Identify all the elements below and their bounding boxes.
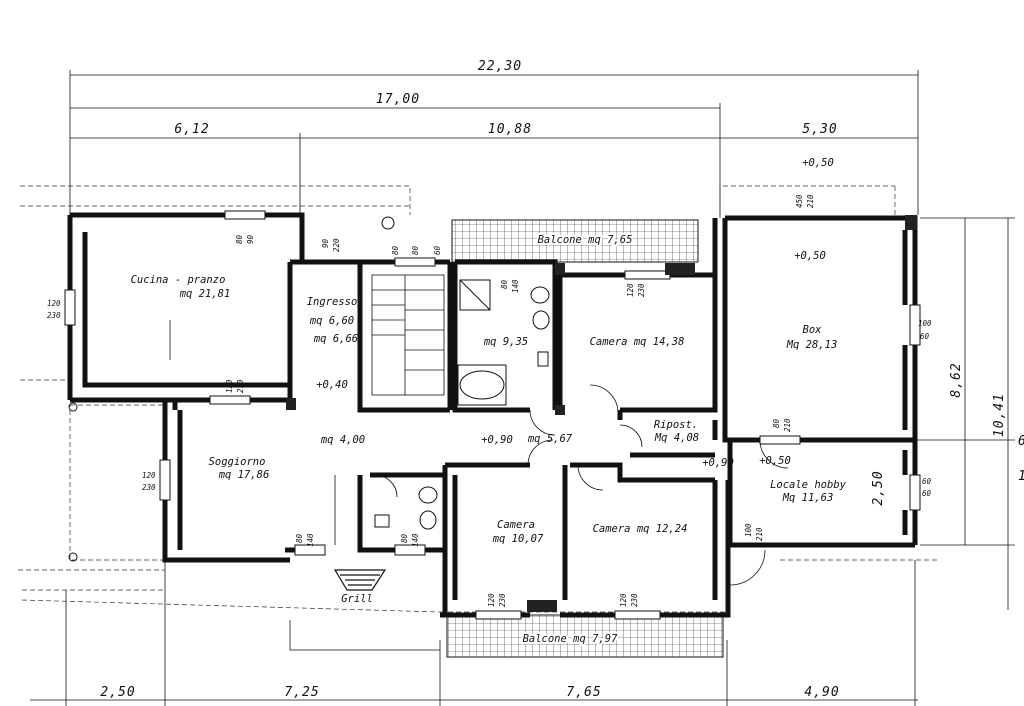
- dimension-lines-bottom: [30, 560, 918, 706]
- svg-text:230: 230: [142, 483, 156, 492]
- dimension-lines-top: [69, 70, 919, 218]
- balcone-bottom-label: Balcone mq 7,97: [523, 633, 619, 645]
- corridoio-area: mq 4,00: [320, 434, 365, 446]
- balcone-top: [451, 219, 699, 263]
- disimpegno-area: mq 5,67: [527, 433, 573, 445]
- dimension-lines-right: [895, 217, 1015, 610]
- svg-text:120: 120: [487, 593, 496, 607]
- dim-edge-2: 1: [1018, 469, 1024, 484]
- camera2-name: Camera: [497, 519, 535, 531]
- level-hobby-door: +0,90: [702, 457, 734, 469]
- terrace-left: [68, 402, 165, 562]
- dim-edge-1: 6: [1018, 434, 1024, 449]
- camera2-area: mq 10,07: [492, 533, 544, 545]
- svg-text:80: 80: [235, 234, 244, 244]
- dim-bottom-2: 7,25: [284, 685, 319, 700]
- site-marker-icon: [381, 216, 395, 230]
- svg-text:210: 210: [755, 527, 764, 541]
- window-markers: [64, 210, 921, 620]
- ripost-area: Mq 4,08: [654, 432, 699, 444]
- opening-labels: 80 90 90 220 80 80 60 80 140 120 230 450…: [47, 194, 932, 607]
- dim-bottom-1: 2,50: [100, 685, 135, 700]
- bathroom-fixtures: [374, 279, 550, 530]
- bagno1-area: mq 9,35: [483, 336, 528, 348]
- svg-text:220: 220: [332, 238, 341, 252]
- svg-text:210: 210: [236, 379, 245, 393]
- svg-text:120: 120: [225, 379, 234, 393]
- svg-text:80: 80: [391, 245, 400, 255]
- svg-text:230: 230: [630, 593, 639, 607]
- door-swings: [169, 320, 789, 586]
- hobby-name: Locale hobby: [770, 479, 847, 491]
- camera1-name: Camera mq 14,38: [590, 336, 685, 348]
- balcone-top-label: Balcone mq 7,65: [538, 234, 633, 246]
- svg-text:120: 120: [47, 299, 61, 308]
- staircase: [371, 274, 445, 396]
- svg-text:60: 60: [433, 245, 442, 255]
- grill-shape: [333, 569, 387, 591]
- dim-bottom-3: 7,65: [566, 685, 601, 700]
- svg-text:80: 80: [500, 279, 509, 289]
- svg-text:450: 450: [795, 194, 804, 208]
- svg-text:60: 60: [922, 489, 932, 498]
- level-ingresso: +0,40: [316, 379, 348, 391]
- box-area: Mq 28,13: [786, 339, 838, 351]
- pillars: [286, 215, 917, 612]
- soggiorno-area: mq 17,86: [218, 469, 270, 481]
- dim-top-total: 22,30: [478, 59, 522, 74]
- svg-text:80: 80: [295, 533, 304, 543]
- dim-right-b: 10,41: [992, 393, 1007, 437]
- level-hobby: +0,50: [759, 455, 791, 467]
- svg-text:120: 120: [619, 593, 628, 607]
- soggiorno-name: Soggiorno: [209, 456, 266, 468]
- svg-text:100: 100: [744, 523, 753, 537]
- svg-text:140: 140: [411, 533, 420, 547]
- svg-text:80: 80: [400, 533, 409, 543]
- svg-text:60: 60: [920, 332, 930, 341]
- svg-text:230: 230: [47, 311, 61, 320]
- level-box-inside: +0,50: [794, 250, 826, 262]
- svg-text:120: 120: [142, 471, 156, 480]
- svg-text:80: 80: [772, 418, 781, 428]
- svg-text:230: 230: [498, 593, 507, 607]
- cucina-name: Cucina - pranzo: [131, 274, 226, 286]
- walls: [67, 212, 918, 618]
- svg-text:60: 60: [922, 477, 932, 486]
- ingresso-name: Ingresso: [307, 296, 358, 308]
- dim-top-center: 10,88: [488, 122, 532, 137]
- ripost-name: Ripost.: [654, 419, 698, 431]
- svg-text:100: 100: [918, 319, 932, 328]
- dim-right-c: 2,50: [871, 470, 886, 505]
- box-name: Box: [803, 324, 823, 336]
- camera3-name: Camera mq 12,24: [593, 523, 688, 535]
- svg-text:230: 230: [637, 283, 646, 297]
- level-box-outside: +0,50: [802, 157, 834, 169]
- cucina-area: mq 21,81: [179, 288, 231, 300]
- dim-top-left: 6,12: [174, 122, 209, 137]
- svg-text:120: 120: [626, 283, 635, 297]
- dim-top-mid: 17,00: [376, 92, 420, 107]
- svg-text:140: 140: [511, 279, 520, 293]
- balcone-bottom: [446, 614, 724, 658]
- ingresso-area-1: mq 6,60: [309, 315, 354, 327]
- dim-bottom-4: 4,90: [804, 685, 839, 700]
- svg-text:210: 210: [783, 418, 792, 432]
- svg-text:140: 140: [306, 533, 315, 547]
- grill-label: Grill: [341, 593, 373, 605]
- svg-text:90: 90: [246, 234, 255, 244]
- dim-right-a: 8,62: [949, 362, 964, 397]
- hobby-area: Mq 11,63: [782, 492, 834, 504]
- roof-outline: [18, 185, 940, 651]
- svg-text:80: 80: [411, 245, 420, 255]
- ingresso-area-2: mq 6,66: [313, 333, 358, 345]
- level-disimpegno: +0,90: [481, 434, 513, 446]
- svg-text:210: 210: [806, 194, 815, 208]
- dim-top-right: 5,30: [802, 122, 837, 137]
- svg-text:90: 90: [321, 238, 330, 248]
